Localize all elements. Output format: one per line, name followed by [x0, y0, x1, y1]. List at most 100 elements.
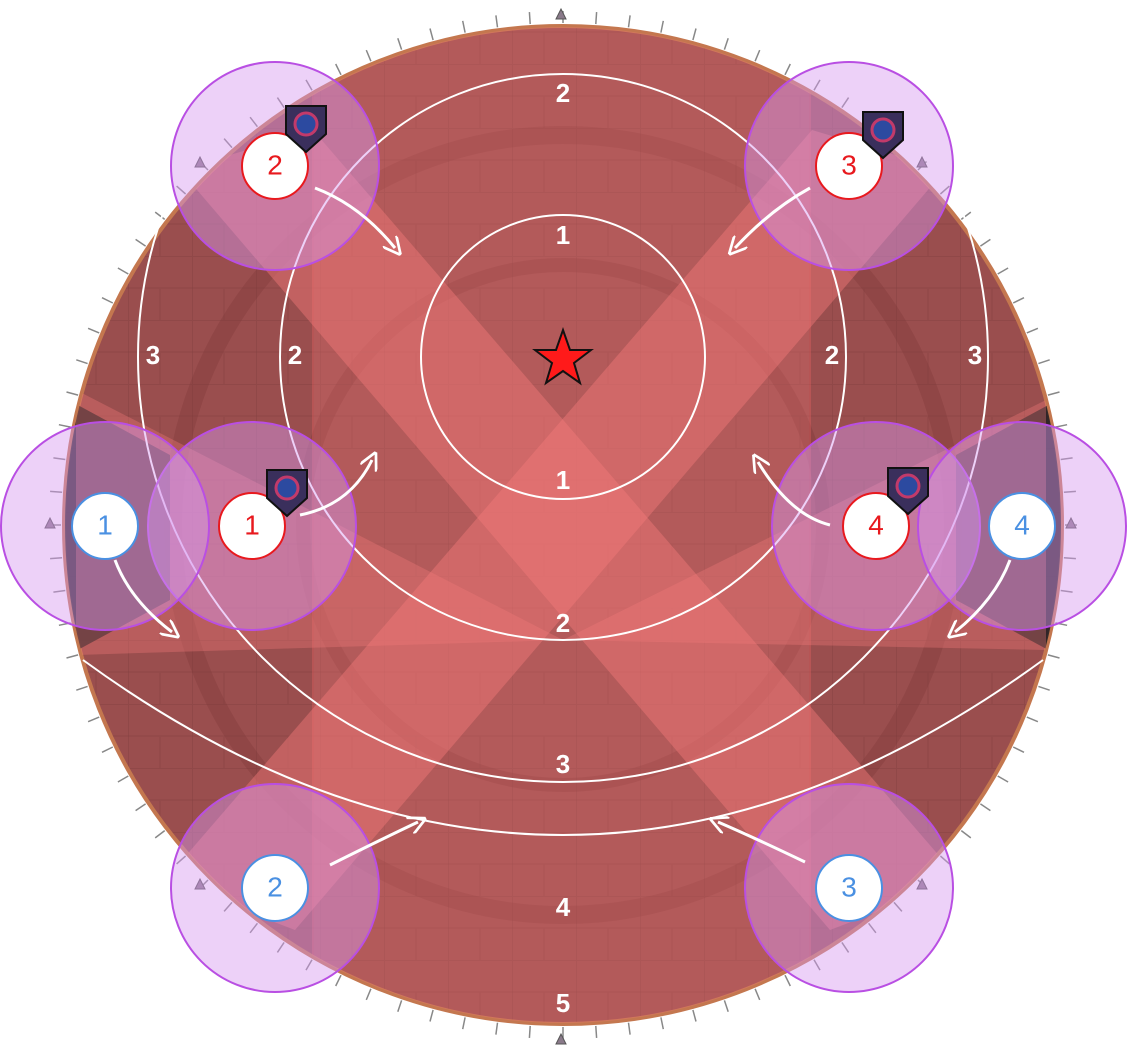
edge-tick [305, 959, 313, 971]
ring-label-3-left: 3 [146, 340, 160, 370]
red-marker-2[interactable]: 2 [241, 132, 309, 200]
debuff-icon-red-4 [887, 467, 929, 516]
move-arrow-red-4 [758, 462, 831, 527]
move-arrow-blue-2 [329, 822, 418, 867]
blue-marker-4-label: 4 [1014, 509, 1030, 540]
ring-label-2-bottom: 2 [556, 608, 570, 638]
edge-tick [50, 490, 63, 493]
edge-tick [754, 49, 761, 62]
edge-tick [429, 1009, 434, 1022]
blue-marker-3[interactable]: 3 [815, 854, 883, 922]
edge-tick [223, 901, 233, 912]
edge-tick [249, 116, 258, 128]
edge-tick [1012, 746, 1025, 753]
red-marker-3-label: 3 [841, 149, 857, 180]
blue-marker-2-label: 2 [267, 871, 283, 902]
waymark-southwest [194, 877, 206, 890]
move-arrow-red-1 [299, 460, 372, 517]
edge-tick [997, 775, 1009, 783]
blue-marker-1[interactable]: 1 [71, 492, 139, 560]
edge-tick [87, 716, 100, 723]
red-marker-2-label: 2 [267, 149, 283, 180]
ring-2 [279, 73, 847, 641]
edge-tick [276, 97, 285, 109]
edge-tick [58, 423, 71, 428]
edge-tick [53, 457, 66, 461]
red-marker-3[interactable]: 3 [815, 132, 883, 200]
edge-tick [813, 959, 821, 971]
ring-label-3-bottom: 3 [556, 749, 570, 779]
edge-tick [754, 988, 761, 1001]
ring-label-4: 4 [556, 892, 571, 922]
red-marker-1[interactable]: 1 [218, 492, 286, 560]
edge-tick [1060, 457, 1073, 461]
edge-tick [595, 12, 598, 25]
waymark-northwest [194, 155, 206, 168]
cone-left-fan [76, 390, 563, 655]
edge-tick [135, 238, 147, 247]
edge-tick [723, 38, 729, 50]
move-arrow-blue-3 [718, 822, 806, 864]
edge-tick [461, 1017, 466, 1030]
edge-tick [495, 1022, 499, 1035]
edge-tick [249, 922, 258, 934]
cone-right-fan [563, 400, 1046, 650]
edge-tick [223, 138, 233, 149]
ring-label-2-right: 2 [825, 340, 839, 370]
edge-tick [276, 941, 285, 953]
edge-tick [1047, 391, 1060, 396]
edge-tick [335, 63, 342, 76]
edge-tick [692, 1009, 697, 1022]
floor-tiles [66, 28, 1060, 1022]
edge-tick [1038, 359, 1050, 365]
waymark-east [1065, 516, 1077, 529]
ring-3 [137, 0, 989, 783]
edge-tick [305, 79, 313, 91]
edge-tick [50, 557, 63, 560]
edge-tick [53, 589, 66, 593]
edge-tick [76, 685, 88, 691]
ring-label-1-top: 1 [556, 220, 570, 250]
edge-tick [365, 49, 372, 62]
blue-marker-3-label: 3 [841, 871, 857, 902]
edge-tick [495, 15, 499, 28]
edge-tick [784, 974, 791, 987]
blue-marker-4[interactable]: 4 [988, 492, 1056, 560]
edge-tick [660, 20, 665, 33]
ring-label-1-bottom: 1 [556, 465, 570, 495]
move-arrow-blue-1 [113, 559, 172, 632]
waymark-south [555, 1032, 567, 1045]
red-marker-4[interactable]: 4 [842, 492, 910, 560]
move-arrow-red-2 [314, 186, 395, 248]
edge-tick [528, 1025, 531, 1038]
edge-tick [135, 803, 147, 812]
edge-tick [1026, 327, 1039, 334]
ring-label-5: 5 [556, 988, 570, 1018]
edge-tick [76, 359, 88, 365]
edge-tick [627, 15, 631, 28]
edge-tick [429, 28, 434, 41]
star-icon [532, 326, 594, 386]
waymark-northeast [916, 155, 928, 168]
edge-tick [66, 654, 79, 659]
ring-label-2-top: 2 [556, 78, 570, 108]
edge-tick [692, 28, 697, 41]
debuff-icon-red-3 [862, 111, 904, 160]
edge-tick [1055, 423, 1068, 428]
waymark-west [44, 516, 56, 529]
blue-marker-2[interactable]: 2 [241, 854, 309, 922]
edge-tick [365, 988, 372, 1001]
edge-tick [960, 211, 972, 220]
edge-tick [117, 267, 129, 275]
debuff-icon-red-1 [266, 469, 308, 518]
ring-label-2-left: 2 [288, 340, 302, 370]
edge-tick [176, 855, 187, 865]
edge-tick [1060, 589, 1073, 593]
edge-tick [1047, 654, 1060, 659]
edge-tick [101, 297, 114, 304]
edge-tick [1063, 490, 1076, 493]
edge-tick [1063, 557, 1076, 560]
edge-tick [939, 855, 950, 865]
move-arrow-blue-4 [955, 559, 1012, 632]
edge-tick [461, 20, 466, 33]
